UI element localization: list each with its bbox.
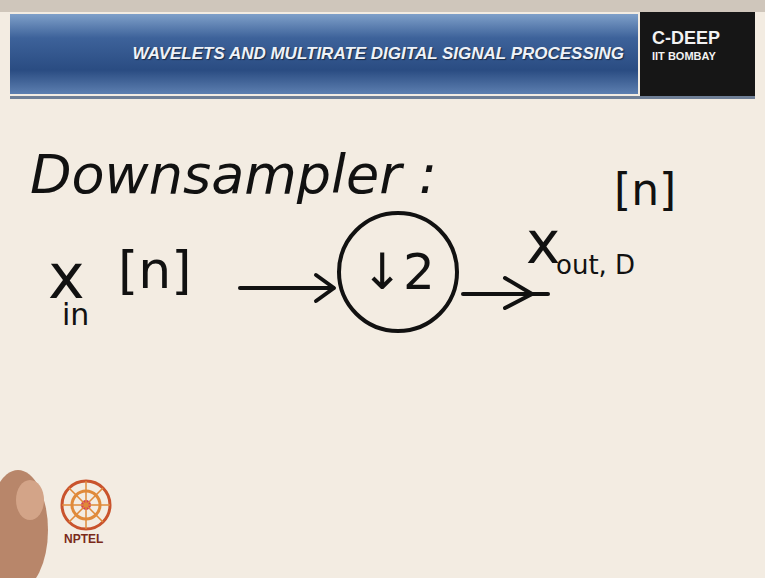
circle-stroke [339, 213, 457, 331]
course-banner: WAVELETS AND MULTIRATE DIGITAL SIGNAL PR… [10, 14, 638, 94]
banner-text: C-DEEP [652, 28, 747, 50]
presenter-finger [0, 470, 48, 578]
signal-name: x [48, 246, 85, 308]
institute-badge: C-DEEPIIT BOMBAY [640, 12, 755, 96]
signal-subscript: in [62, 300, 89, 330]
signal-index: [n] [118, 244, 192, 296]
nptel-logo [62, 481, 110, 529]
logo-text: NPTEL [64, 533, 103, 545]
downsampler-circle: ↓2 [336, 210, 460, 334]
input-arrowhead [316, 275, 334, 301]
banner-subtext: IIT BOMBAY [652, 50, 747, 63]
signal-index: [n] [614, 168, 676, 212]
input-arrow-line [240, 286, 333, 290]
banner-text: WAVELETS AND MULTIRATE DIGITAL SIGNAL PR… [133, 44, 624, 64]
signal-name: x [526, 214, 560, 272]
operator-symbol: ↓2 [361, 247, 435, 297]
header-rule [10, 96, 755, 99]
top-strip [0, 0, 765, 12]
signal-subscript: out, D [556, 252, 635, 278]
output-arrow-line [463, 292, 548, 296]
finger-nail [16, 480, 44, 520]
slide-title: Downsampler : [30, 148, 437, 202]
output-arrowhead [505, 278, 532, 308]
